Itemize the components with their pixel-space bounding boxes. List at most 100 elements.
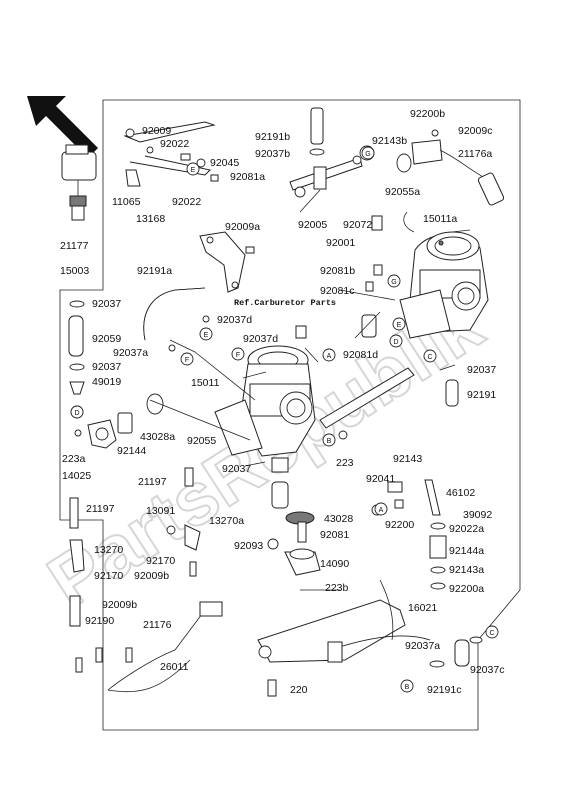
- callout-e-3: E: [186, 162, 200, 176]
- part-label: 92191a: [137, 265, 172, 277]
- hose-92191c-part: [429, 636, 483, 668]
- part-label: 43028a: [140, 431, 175, 443]
- part-label: 92200: [385, 519, 414, 531]
- part-label: 92093: [234, 540, 263, 552]
- part-label: 21177: [60, 240, 89, 252]
- part-label: 13091: [146, 505, 175, 517]
- part-label: 92037: [92, 298, 121, 310]
- callout-a-2: A: [374, 502, 388, 516]
- part-label: 92081d: [343, 349, 378, 361]
- svg-text:F: F: [185, 357, 189, 364]
- part-label: 15011: [191, 377, 220, 389]
- svg-text:B: B: [327, 438, 332, 445]
- part-label: 92009b: [134, 570, 169, 582]
- part-label: 13270: [94, 544, 123, 556]
- part-label: 92072: [343, 219, 372, 231]
- part-label: 92022: [172, 196, 201, 208]
- callout-b: B: [322, 433, 336, 447]
- fuel-pipe-part: [289, 107, 363, 198]
- part-label: 92200b: [410, 108, 445, 120]
- part-label: 26011: [160, 661, 189, 673]
- part-label: 92001: [326, 237, 355, 249]
- part-label: 92037: [222, 463, 251, 475]
- part-label: 92009a: [225, 221, 260, 233]
- part-label: 21197: [138, 476, 167, 488]
- hose-part: [143, 287, 206, 341]
- part-label: 46102: [446, 487, 475, 499]
- part-label: 92144: [117, 445, 146, 457]
- part-label: 223a: [62, 453, 86, 465]
- callout-c: C: [423, 349, 437, 363]
- part-label: 92009: [142, 125, 171, 137]
- reference-note: Ref.Carburetor Parts: [234, 298, 336, 308]
- callout-b-2: B: [400, 679, 414, 693]
- svg-text:B: B: [405, 684, 410, 691]
- part-label: 92037d: [243, 333, 278, 345]
- part-label: 92144a: [449, 545, 484, 557]
- part-label: 92191: [467, 389, 496, 401]
- svg-text:A: A: [379, 507, 384, 514]
- part-label: 92170: [146, 555, 175, 567]
- part-label: 92005: [298, 219, 327, 231]
- part-label: 49019: [92, 376, 121, 388]
- part-label: 220: [290, 684, 308, 696]
- part-label: 92190: [85, 615, 114, 627]
- throttle-bracket-part: [319, 367, 459, 440]
- part-label: 92037: [92, 361, 121, 373]
- callout-c-2: C: [485, 625, 499, 639]
- part-label: 92022: [160, 138, 189, 150]
- part-label: 92143a: [449, 564, 484, 576]
- svg-text:C: C: [427, 354, 432, 361]
- part-label: 15011a: [423, 213, 457, 225]
- assembly-frame: [59, 99, 521, 731]
- part-label: 223: [336, 457, 354, 469]
- part-label: 15003: [60, 265, 89, 277]
- part-label: 11065: [112, 196, 141, 208]
- part-label: 14025: [62, 470, 91, 482]
- callout-e: E: [392, 317, 406, 331]
- part-label: 223b: [325, 582, 349, 594]
- callout-d-2: D: [70, 405, 84, 419]
- part-label: 92143: [393, 453, 422, 465]
- part-label: 92037d: [217, 314, 252, 326]
- front-direction-arrow: [27, 96, 98, 158]
- svg-text:C: C: [489, 630, 494, 637]
- cable-16021-part: [327, 579, 431, 663]
- svg-text:E: E: [191, 167, 196, 174]
- choke-lever-part: [123, 121, 219, 187]
- part-label: 21176: [143, 619, 172, 631]
- part-label: 92191b: [255, 131, 290, 143]
- callout-g: G: [387, 274, 401, 288]
- part-label: 92009b: [102, 599, 137, 611]
- part-label: 92191c: [427, 684, 461, 696]
- part-number-labels: 92009 92022 92045 92081a 11065 92022 131…: [60, 108, 504, 696]
- part-label: 13270a: [209, 515, 244, 527]
- svg-text:D: D: [74, 410, 79, 417]
- part-label: 92143b: [372, 135, 407, 147]
- pulley-bracket-220-part: [257, 599, 406, 697]
- part-label: 21176a: [458, 148, 492, 160]
- svg-text:D: D: [393, 339, 398, 346]
- part-label: 43028: [324, 513, 353, 525]
- leader-lines: [149, 189, 471, 467]
- jet-screws-part: [361, 211, 415, 338]
- part-label: 92037a: [113, 347, 148, 359]
- part-label: 92059: [92, 333, 121, 345]
- callout-e-2: E: [199, 327, 213, 341]
- part-label: 21197: [86, 503, 115, 515]
- wire-harness-part: [75, 601, 223, 693]
- lever-cable-parts: [69, 497, 201, 627]
- part-label: 92081a: [230, 171, 265, 183]
- callout-f: F: [231, 347, 245, 361]
- bracket-part: [199, 231, 255, 293]
- callout-markers: A A B B C C D D E E E F F G G: [70, 146, 499, 693]
- part-label: 39092: [463, 509, 492, 521]
- right-small-parts: [371, 479, 447, 590]
- part-label: 16021: [408, 602, 437, 614]
- part-label: 92045: [210, 157, 239, 169]
- carburetor-15011-part: [214, 325, 316, 473]
- part-label: 92055: [187, 435, 216, 447]
- carburetor-15011a-part: [399, 231, 489, 339]
- part-label: 14090: [320, 558, 349, 570]
